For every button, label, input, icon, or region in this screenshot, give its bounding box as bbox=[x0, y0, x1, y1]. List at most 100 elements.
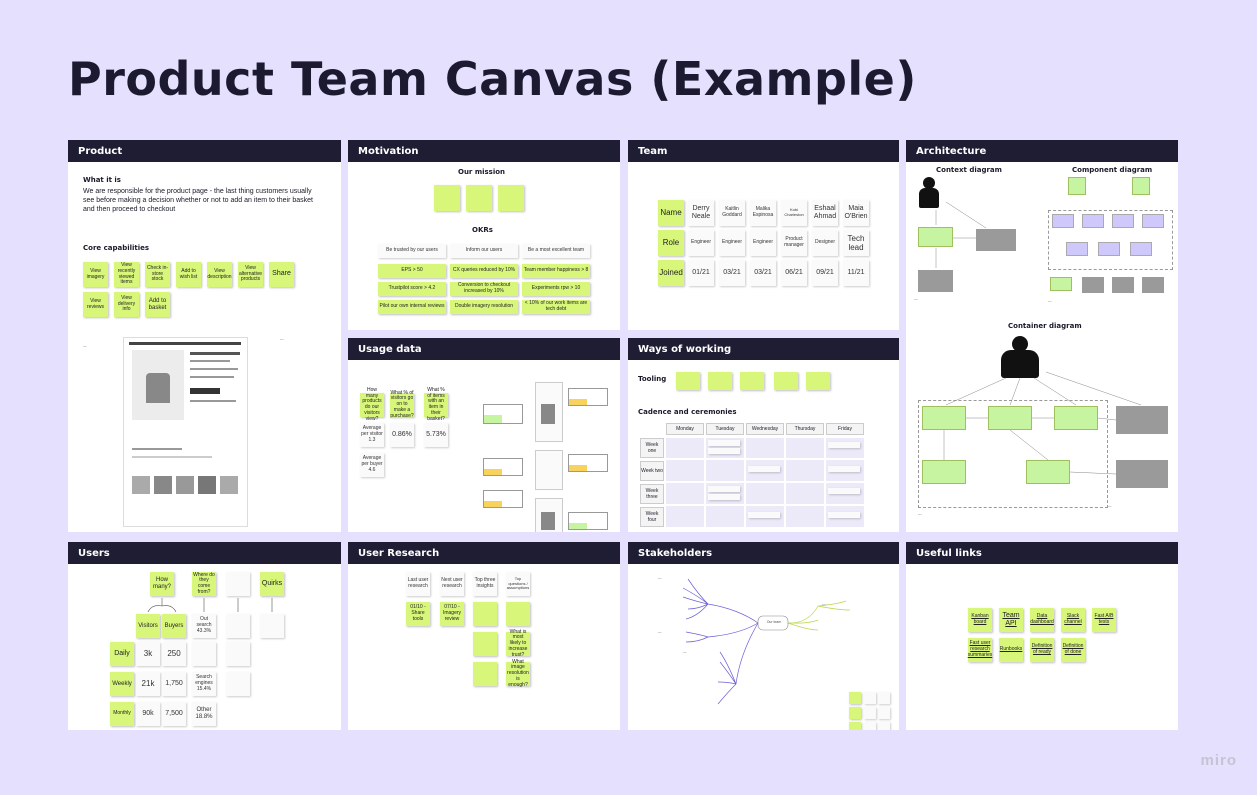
ceremony[interactable] bbox=[828, 466, 860, 472]
okr-objective[interactable]: Be a most excellent team bbox=[522, 244, 590, 258]
stakeholder-note[interactable] bbox=[864, 722, 876, 730]
insight-note[interactable] bbox=[473, 632, 497, 656]
mission-note[interactable] bbox=[498, 185, 524, 211]
usage-metric[interactable]: Average per buyer 4.6 bbox=[360, 453, 384, 477]
product-panel[interactable]: Product What it is We are responsible fo… bbox=[68, 140, 341, 532]
stakeholder-note[interactable] bbox=[849, 707, 861, 719]
usage-question[interactable]: What % of items with an item in their ba… bbox=[424, 387, 448, 421]
users-note[interactable]: Where do they come from? bbox=[192, 571, 216, 596]
tool-note[interactable] bbox=[740, 372, 764, 390]
member-role[interactable]: Engineer bbox=[719, 230, 745, 256]
ceremony[interactable] bbox=[708, 494, 740, 500]
usage-panel[interactable]: Usage data How many products do our visi… bbox=[348, 338, 620, 532]
usage-question[interactable]: What % of visitors go on to make a purch… bbox=[390, 389, 414, 419]
source-note[interactable] bbox=[192, 642, 216, 666]
okr-result[interactable]: Pilot our own internal reviews bbox=[378, 300, 446, 314]
question-note[interactable]: What is most likely to increase trust? bbox=[506, 629, 530, 658]
tool-note[interactable] bbox=[708, 372, 732, 390]
usage-question[interactable]: How many products do our visitors view? bbox=[360, 387, 384, 421]
capability-note[interactable]: Check in-store stock bbox=[145, 262, 170, 287]
stakeholder-note[interactable] bbox=[849, 692, 861, 704]
usage-metric-value[interactable]: 0.86% bbox=[390, 423, 414, 447]
member-name[interactable]: Kobi Charleston bbox=[781, 200, 807, 226]
member-name[interactable]: Eshaal Ahmad bbox=[812, 200, 838, 226]
okr-objective[interactable]: Inform our users bbox=[450, 244, 518, 258]
member-joined[interactable]: 06/21 bbox=[781, 260, 807, 286]
capability-note[interactable]: View reviews bbox=[83, 292, 108, 317]
tool-note[interactable] bbox=[806, 372, 830, 390]
users-note[interactable] bbox=[226, 672, 250, 696]
okr-result[interactable]: Double imagery resolution bbox=[450, 300, 518, 314]
research-panel[interactable]: User Research Last user research Next us… bbox=[348, 542, 620, 730]
ceremony[interactable] bbox=[748, 466, 780, 472]
member-joined[interactable]: 03/21 bbox=[750, 260, 776, 286]
users-note[interactable] bbox=[226, 614, 250, 638]
capability-note[interactable]: View description bbox=[207, 262, 232, 287]
capability-note[interactable]: Add to wish list bbox=[176, 262, 201, 287]
research-note[interactable]: 01/10 - Share tools bbox=[406, 602, 430, 626]
team-panel[interactable]: Team Name Role Joined Derry Neale Kaitli… bbox=[628, 140, 899, 330]
stakeholder-note[interactable] bbox=[849, 722, 861, 730]
research-note[interactable]: 07/10 - Imagery review bbox=[440, 602, 464, 626]
stakeholder-note[interactable] bbox=[878, 707, 890, 719]
member-role[interactable]: Engineer bbox=[688, 230, 714, 256]
ceremony[interactable] bbox=[828, 488, 860, 494]
ceremony[interactable] bbox=[708, 486, 740, 492]
capability-note[interactable]: View imagery bbox=[83, 262, 108, 287]
okr-result[interactable]: < 10% of our work items are tech debt bbox=[522, 300, 590, 314]
users-note[interactable] bbox=[260, 614, 284, 638]
source-note[interactable]: Search engines 15.4% bbox=[192, 672, 216, 696]
ceremony[interactable] bbox=[708, 448, 740, 454]
users-note[interactable]: Quirks bbox=[260, 572, 284, 596]
mission-note[interactable] bbox=[434, 185, 460, 211]
ceremony[interactable] bbox=[828, 442, 860, 448]
capability-note[interactable]: View recently viewed items bbox=[114, 262, 139, 287]
okr-result[interactable]: CX queries reduced by 10% bbox=[450, 264, 518, 278]
ceremony[interactable] bbox=[748, 512, 780, 518]
okr-result[interactable]: Conversion to checkout increased by 10% bbox=[450, 282, 518, 296]
capability-note[interactable]: View alternative products bbox=[238, 262, 263, 287]
usage-metric-value[interactable]: 5.73% bbox=[424, 423, 448, 447]
tool-note[interactable] bbox=[774, 372, 798, 390]
link-note[interactable]: Fast A/B tests bbox=[1092, 608, 1116, 632]
capability-note[interactable]: View delivery info bbox=[114, 292, 139, 317]
motivation-panel[interactable]: Motivation Our mission OKRs Be trusted b… bbox=[348, 140, 620, 330]
tool-note[interactable] bbox=[676, 372, 700, 390]
capability-note[interactable]: Share bbox=[269, 262, 294, 287]
question-note[interactable]: What image resolution is enough? bbox=[506, 658, 530, 688]
users-note[interactable] bbox=[226, 642, 250, 666]
users-panel[interactable]: Users How many? Where do they come from?… bbox=[68, 542, 341, 730]
source-note[interactable]: Out search 43.3% bbox=[192, 614, 216, 638]
okr-result[interactable]: Team member happiness > 8 bbox=[522, 264, 590, 278]
users-note[interactable]: How many? bbox=[150, 572, 174, 596]
okr-result[interactable]: Trustpilot score > 4.2 bbox=[378, 282, 446, 296]
member-name[interactable]: Malika Espinosa bbox=[750, 200, 776, 226]
ceremony[interactable] bbox=[708, 440, 740, 446]
link-note[interactable]: Fast user research summaries bbox=[968, 638, 992, 662]
okr-objective[interactable]: Be trusted by our users bbox=[378, 244, 446, 258]
mission-note[interactable] bbox=[466, 185, 492, 211]
member-name[interactable]: Maia O'Brien bbox=[843, 200, 869, 226]
source-note[interactable]: Other 18.8% bbox=[192, 702, 216, 726]
stakeholder-note[interactable] bbox=[878, 722, 890, 730]
ways-panel[interactable]: Ways of working Tooling Cadence and cere… bbox=[628, 338, 899, 532]
member-name[interactable]: Kaitlin Goddard bbox=[719, 200, 745, 226]
member-joined[interactable]: 09/21 bbox=[812, 260, 838, 286]
member-joined[interactable]: 03/21 bbox=[719, 260, 745, 286]
okr-result[interactable]: EPS > 50 bbox=[378, 264, 446, 278]
link-note[interactable]: Team API bbox=[999, 608, 1023, 632]
links-panel[interactable]: Useful links Kanban board Team API Data … bbox=[906, 542, 1178, 730]
stakeholder-note[interactable] bbox=[864, 692, 876, 704]
usage-metric[interactable]: Average per visitor 1.3 bbox=[360, 423, 384, 447]
okr-result[interactable]: Experiments rpw > 10 bbox=[522, 282, 590, 296]
stakeholder-note[interactable] bbox=[864, 707, 876, 719]
stakeholders-panel[interactable]: Stakeholders Our team — — — — bbox=[628, 542, 899, 730]
member-role[interactable]: Designer bbox=[812, 230, 838, 256]
ceremony[interactable] bbox=[828, 512, 860, 518]
capability-note[interactable]: Add to basket bbox=[145, 292, 170, 317]
member-joined[interactable]: 11/21 bbox=[843, 260, 869, 286]
users-note[interactable] bbox=[226, 572, 250, 596]
member-role[interactable]: Tech lead bbox=[843, 230, 869, 256]
link-note[interactable]: Runbooks bbox=[999, 638, 1023, 662]
stakeholder-note[interactable] bbox=[878, 692, 890, 704]
